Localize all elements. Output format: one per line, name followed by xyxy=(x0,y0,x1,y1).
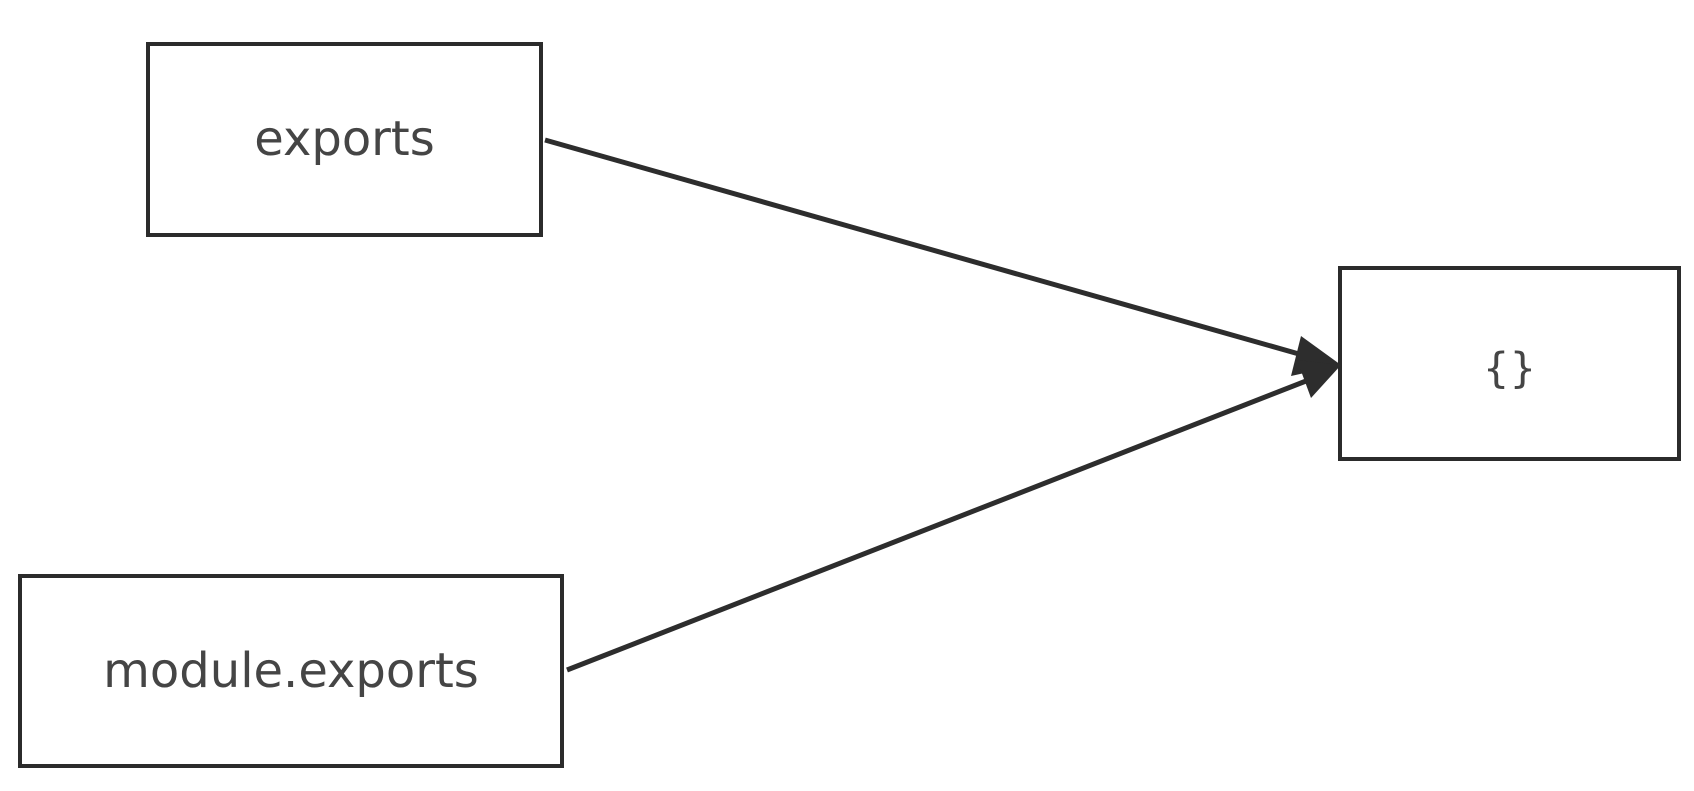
edge-exports-to-object xyxy=(544,137,1307,359)
node-object-label: {} xyxy=(1483,344,1536,393)
edge-module-exports-to-object-arrowhead xyxy=(1297,360,1341,398)
node-object: {} xyxy=(1338,266,1681,461)
node-module-exports-label: module.exports xyxy=(103,643,479,699)
edge-module-exports-to-object xyxy=(566,378,1307,673)
node-module-exports: module.exports xyxy=(18,574,564,768)
node-module-exports-box xyxy=(18,574,564,768)
node-exports-label: exports xyxy=(254,111,435,167)
node-exports-box xyxy=(146,42,543,237)
node-exports: exports xyxy=(146,42,543,237)
node-object-box xyxy=(1338,266,1681,461)
